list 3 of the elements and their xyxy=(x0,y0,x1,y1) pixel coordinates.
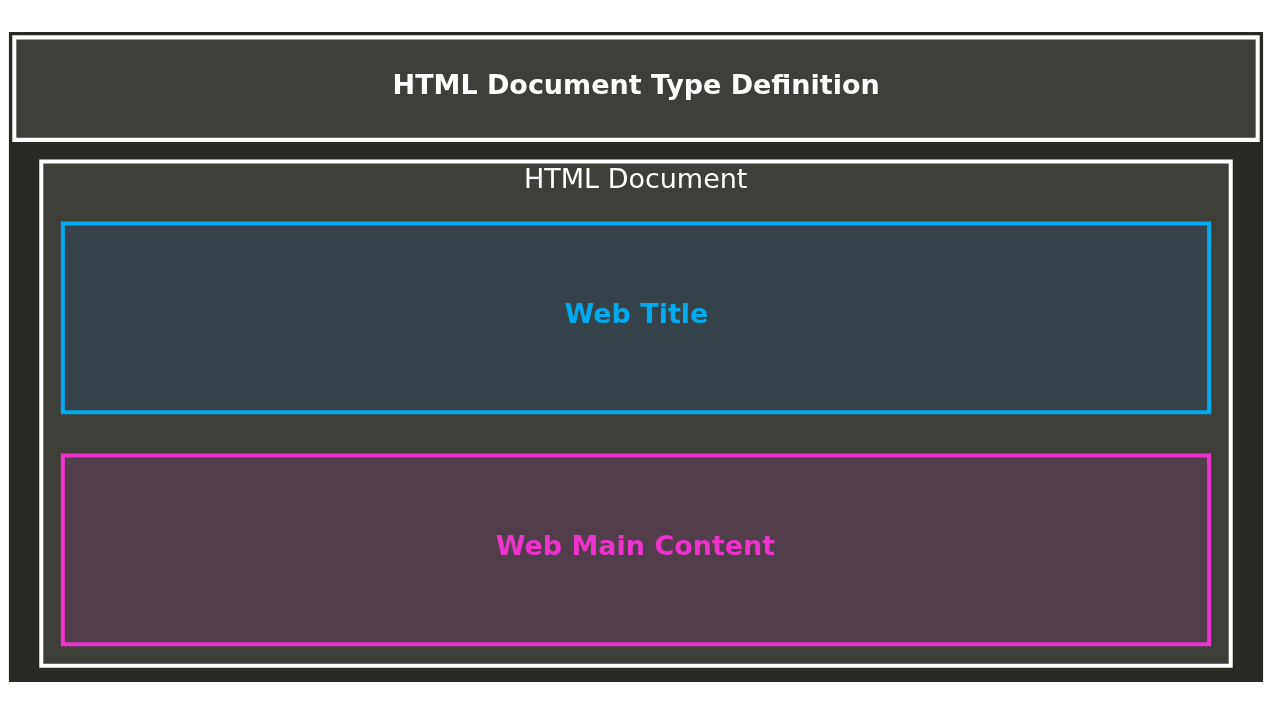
node-box: Web Main Content xyxy=(60,452,1212,646)
node-box: Web Title xyxy=(60,220,1212,414)
node-box: HTML Document Type Definition xyxy=(12,34,1260,142)
